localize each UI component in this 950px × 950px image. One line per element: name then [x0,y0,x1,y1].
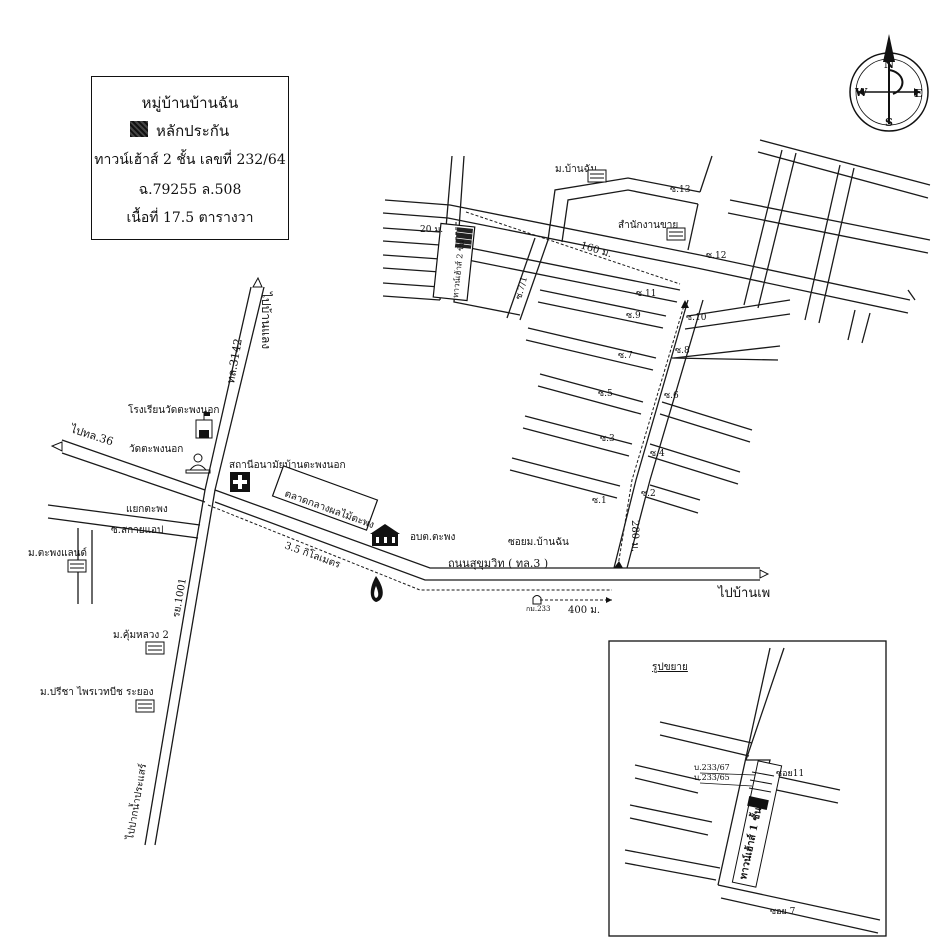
road-arrows [50,276,770,579]
temple-icon [185,453,211,474]
label-intersection: แยกตะพง [126,504,168,515]
label-soi-ban-chan: ซอยม.บ้านฉัน [508,536,569,548]
house-icon-taphong-land [67,559,87,573]
hospital-cross-icon [230,472,250,492]
label-to-ban-phe: ไปบ้านเพ [717,585,770,601]
label-dist-3-5km: 3.5 กิโลเมตร [283,539,343,571]
compass-rose: N S W E [849,34,929,132]
label-soi-5: ซ.5 [598,389,613,399]
house-icon-khumluang [145,641,165,655]
inset-unit-65: บ.233/65 [694,773,730,782]
school-icon [195,412,213,439]
label-to-pak-nam: ไปปากน้ำประแสร์ [122,762,149,842]
label-dist-400m: 400 ม. [568,605,600,616]
km-post-icon [532,595,542,605]
sao-office-icon [370,524,400,546]
townhouse-plot: ทาวน์เฮ้าส์ 2 ชั้น [432,222,476,302]
label-m-khumluang: ม.คุ้มหลวง 2 [113,629,169,641]
compass-west: W [854,86,868,99]
inset-soi-7: ซอย 7 [770,907,796,917]
label-village-ban-chan: ม.บ้านฉัน [555,163,597,175]
main-roads [47,286,760,846]
house-icon-preecha [135,699,155,713]
label-m-taphong-land: ม.ตะพงแลนด์ [28,547,87,559]
label-dist-280m: 280 ม. [629,520,640,552]
legend-collateral-label: หลักประกัน [156,122,230,140]
label-dist-20m: 20 ม. [420,225,443,235]
house-icon-ban-chan [587,169,607,183]
label-soi-9: ซ.9 [626,311,641,321]
collateral-swatch [130,121,148,137]
label-soi-13: ซ.13 [670,185,691,195]
label-to-ban-laeng: ไปบ้านแลง [259,291,273,349]
legend-box: หมู่บ้านบ้านฉัน หลักประกัน ทาวน์เฮ้าส์ 2… [91,76,289,240]
label-soi-3: ซ.3 [600,434,615,444]
label-dist-160m: 160 ม. [579,240,613,260]
inset-soi-11: ซอย11 [776,769,804,779]
soi-grid [382,139,931,514]
label-sales-office: สำนักงานขาย [618,220,678,231]
legend-property-desc: ทาวน์เฮ้าส์ 2 ชั้น เลขที่ 232/64 [94,152,286,168]
legend-village-name: หมู่บ้านบ้านฉัน [141,94,239,112]
compass-north: N [884,58,894,71]
label-soi-10: ซ.10 [686,313,707,323]
label-soi-8: ซ.8 [675,346,690,356]
compass-south: S [885,116,893,129]
inset-unit-67: บ.233/67 [694,763,730,772]
legend-area: เนื้อที่ 17.5 ตารางวา [126,210,254,226]
label-soi-12: ซ.12 [706,251,726,261]
label-soi-2: ซ.2 [641,489,656,499]
label-soi-4: ซ.4 [650,449,665,459]
market-building-icon: ตลาดกลางผลไม้ตะพง [271,465,379,531]
inset-enlarged-view: รูปขยาย บ.233/67 บ.233/65 ทาวน์เฮ้าส์ 1 … [608,640,887,937]
label-sukhumvit: ถนนสุขุมวิท ( ทล.3 ) [448,557,548,570]
label-soi-sakhai: ซ.สกายแอป [111,525,163,536]
inset-title: รูปขยาย [652,662,688,673]
distance-lines [207,211,689,603]
house-icon-sales-office [666,227,686,241]
legend-deed: ฉ.79255 ล.508 [138,182,242,198]
label-km-marker: กม.233 [526,605,550,613]
label-health-station: สถานีอนามัยบ้านตะพงนอก [229,459,346,471]
label-sao-office: อบต.ตะพง [410,532,455,543]
label-m-preecha: ม.ปรีชา ไพรเวทบีช ระยอง [40,686,154,698]
label-temple: วัดตะพงนอก [129,444,183,455]
label-soi-1: ซ.1 [592,496,607,506]
label-soi-7: ซ.7 [618,351,633,361]
km-landmark-icon [370,576,383,602]
label-soi-11: ซ.11 [636,289,656,299]
label-school: โรงเรียนวัดตะพงนอก [128,403,219,416]
compass-east: E [914,87,922,100]
label-soi-6: ซ.6 [664,391,679,401]
